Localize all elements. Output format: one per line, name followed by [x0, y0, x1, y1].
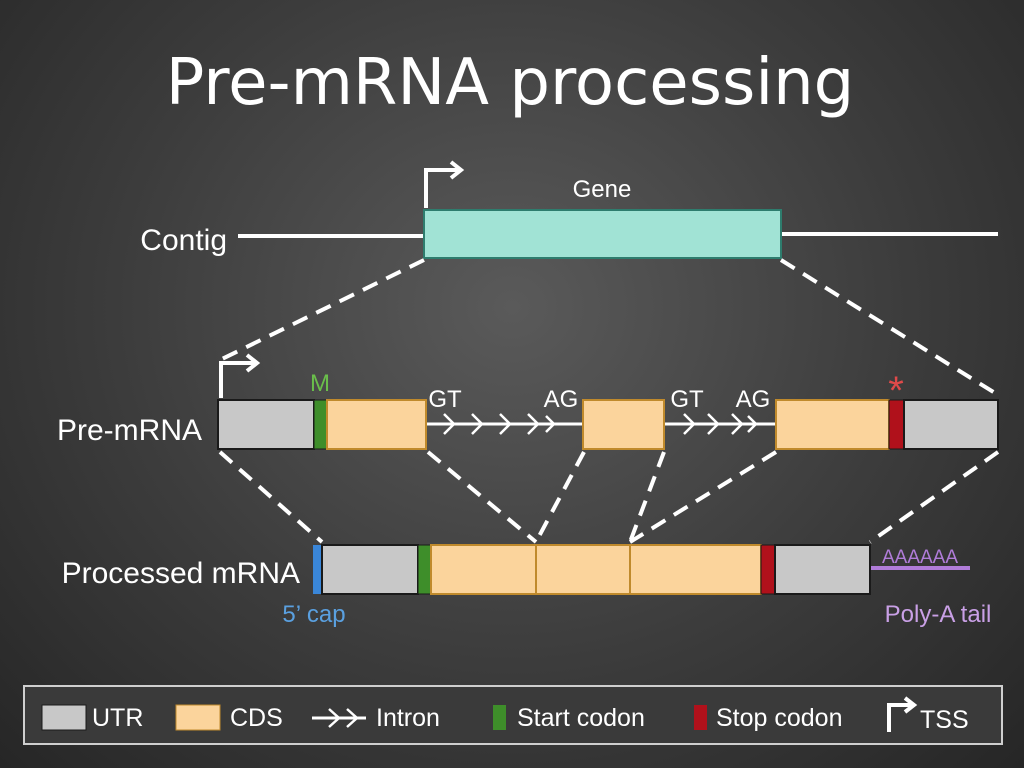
splice-lines: [218, 450, 1000, 544]
page-title: Pre-mRNA processing: [166, 46, 855, 120]
zoom-lines-top: [219, 258, 997, 395]
legend-start-codon-label: Start codon: [517, 704, 645, 732]
pre-mrna-label: Pre-mRNA: [57, 414, 202, 447]
legend-cds-label: CDS: [230, 704, 283, 732]
legend-start-codon-swatch: [493, 705, 506, 730]
splice-gt-2: GT: [670, 386, 704, 413]
pre-mrna-utr-5: [217, 399, 315, 450]
legend-utr-swatch: [41, 704, 87, 731]
pre-mrna-tss-arrow-icon: [219, 353, 261, 398]
polya-sequence: AAAAAA: [882, 547, 958, 568]
legend-cds-swatch: [175, 704, 221, 731]
gene-box: [423, 209, 782, 259]
legend-stop-codon-swatch: [694, 705, 707, 730]
pre-mrna-utr-3: [903, 399, 999, 450]
mrna-utr-3: [774, 544, 871, 595]
mrna-stop-codon: [760, 544, 776, 595]
legend-intron-label: Intron: [376, 704, 440, 732]
mrna-start-codon: [417, 544, 432, 595]
legend-utr-label: UTR: [92, 704, 143, 732]
intron-1-chevrons: [443, 413, 556, 435]
legend-intron-icon: [312, 708, 366, 728]
splice-gt-1: GT: [428, 386, 462, 413]
mrna-exon-1: [430, 544, 537, 595]
gene-label: Gene: [573, 176, 632, 203]
stop-marker-label: *: [888, 369, 904, 413]
splice-ag-2: AG: [736, 386, 771, 413]
pre-mrna-exon-2: [582, 399, 665, 450]
polya-tail-label: Poly-A tail: [885, 601, 992, 628]
legend-tss-icon: [887, 696, 918, 732]
contig-label: Contig: [140, 224, 227, 257]
legend-tss-label: TSS: [920, 706, 969, 734]
splice-ag-1: AG: [544, 386, 579, 413]
legend-stop-codon-label: Stop codon: [716, 704, 843, 732]
processed-mrna-label: Processed mRNA: [62, 557, 300, 590]
gene-tss-arrow-icon: [424, 160, 465, 208]
intron-2-chevrons: [683, 413, 758, 435]
pre-mrna-exon-1: [326, 399, 427, 450]
mrna-exon-3: [629, 544, 762, 595]
start-marker-label: M: [310, 370, 330, 397]
legend-box: [23, 685, 1003, 745]
five-prime-cap: [313, 545, 321, 594]
five-prime-cap-label: 5’ cap: [282, 601, 345, 628]
mrna-utr-5: [321, 544, 419, 595]
pre-mrna-start-codon: [313, 399, 328, 450]
pre-mrna-exon-3: [775, 399, 890, 450]
mrna-exon-2: [535, 544, 631, 595]
